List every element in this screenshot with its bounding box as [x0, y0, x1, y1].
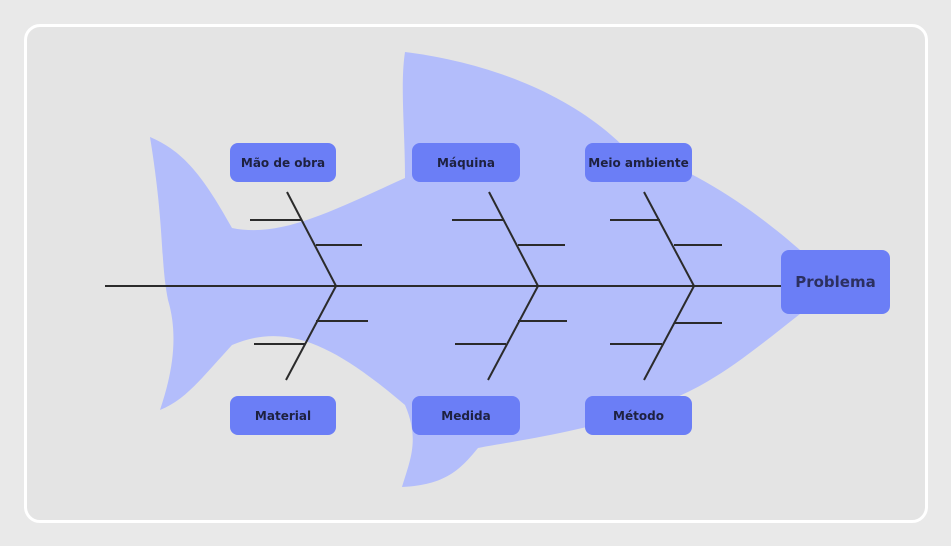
category-label: Método — [613, 408, 664, 423]
category-label: Meio ambiente — [588, 155, 689, 170]
bone-group-2 — [452, 191, 567, 381]
bone-group-1 — [250, 191, 368, 381]
category-box-meio-ambiente: Meio ambiente — [585, 143, 692, 182]
category-label: Máquina — [437, 155, 495, 170]
category-box-material: Material — [230, 396, 336, 435]
category-box-metodo: Método — [585, 396, 692, 435]
category-box-mao-de-obra: Mão de obra — [230, 143, 336, 182]
bone-group-3 — [610, 191, 722, 381]
problem-label: Problema — [795, 273, 876, 291]
category-label: Mão de obra — [240, 155, 326, 170]
category-label: Material — [254, 408, 312, 423]
category-box-medida: Medida — [412, 396, 520, 435]
problem-box: Problema — [781, 250, 890, 314]
category-box-maquina: Máquina — [412, 143, 520, 182]
category-label: Medida — [441, 408, 491, 423]
